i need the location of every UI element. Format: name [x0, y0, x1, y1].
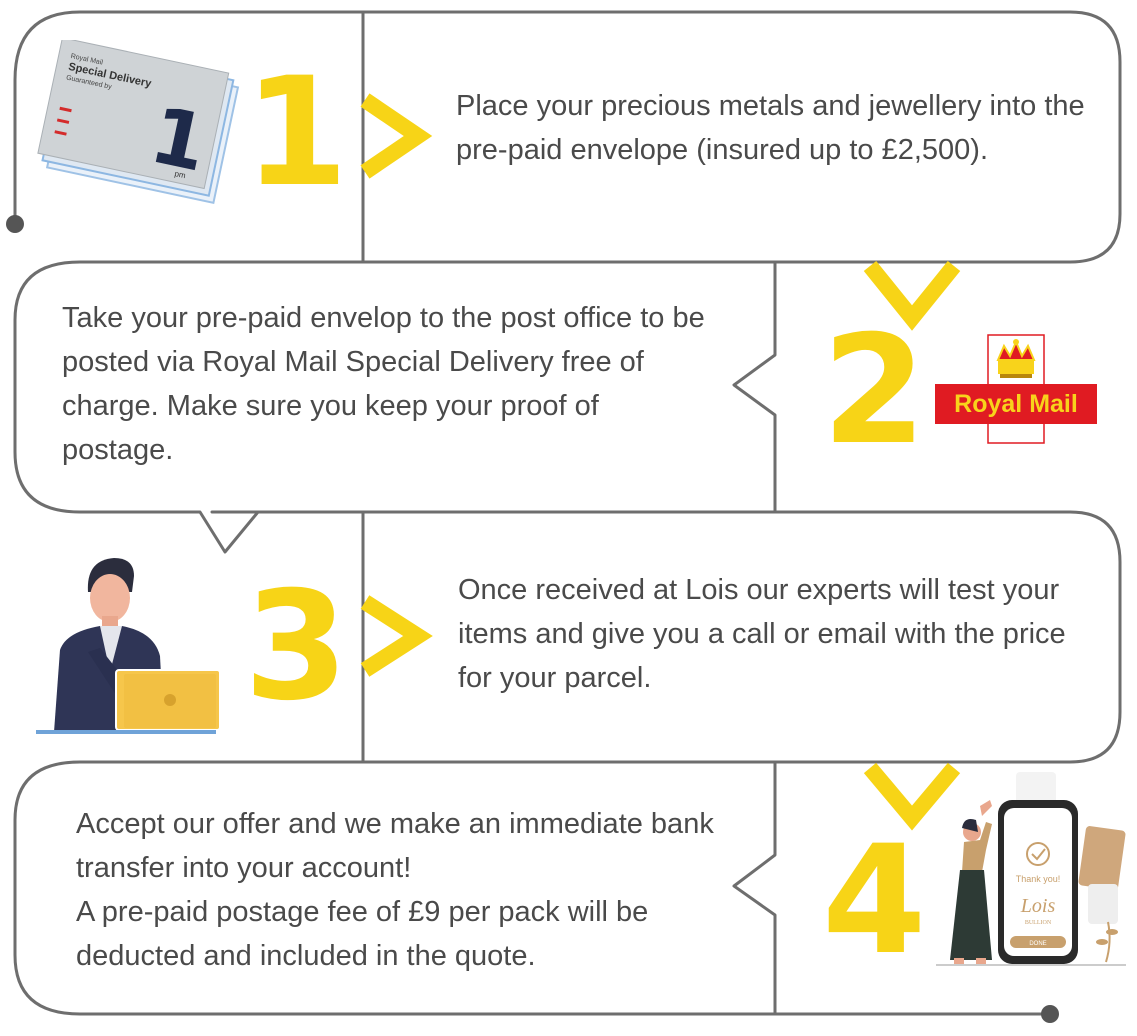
chevron-right-icon	[360, 595, 433, 677]
chevron-down-icon	[863, 260, 961, 331]
step-number-3: 3	[244, 560, 348, 734]
phone-brand-text: Lois	[1020, 895, 1056, 917]
phone-thank-you-illustration: Thank you! Lois BULLION DONE	[936, 772, 1126, 966]
step-2-text: Take your pre-paid envelop to the post o…	[62, 296, 712, 472]
phone-brand-sub: BULLION	[1025, 920, 1052, 926]
band-1-left-line	[13, 10, 363, 224]
step-1-paragraph: Place your precious metals and jewellery…	[456, 90, 1085, 166]
step-1-text: Place your precious metals and jewellery…	[456, 84, 1096, 172]
step-2-paragraph: Take your pre-paid envelop to the post o…	[62, 302, 705, 466]
chevron-right-icon	[360, 93, 433, 179]
envelope-time: pm	[174, 169, 187, 180]
step-number-2: 2	[822, 304, 926, 478]
step-number-1: 1	[244, 46, 348, 220]
band-2-bubble	[13, 260, 775, 554]
band-4-bubble	[13, 760, 777, 1016]
band-3-right	[363, 510, 1122, 764]
step-3-text: Once received at Lois our experts will t…	[458, 568, 1068, 700]
step-4-paragraph-1: Accept our offer and we make an immediat…	[76, 808, 714, 884]
step-4-text: Accept our offer and we make an immediat…	[76, 802, 716, 978]
crown-icon	[996, 339, 1036, 378]
phone-done-button: DONE	[1029, 941, 1046, 947]
step-4-paragraph-2: A pre-paid postage fee of £9 per pack wi…	[76, 896, 649, 972]
band-2-outline	[210, 262, 777, 514]
businessman-laptop-illustration	[36, 558, 221, 734]
band-1-outline	[361, 10, 1122, 264]
royal-mail-wordmark: Royal Mail	[954, 390, 1078, 418]
start-dot	[6, 215, 24, 233]
step-3-paragraph: Once received at Lois our experts will t…	[458, 574, 1066, 694]
step-number-4: 4	[822, 814, 926, 988]
royal-mail-logo: Royal Mail	[935, 334, 1097, 444]
chevron-down-icon	[863, 762, 961, 831]
end-dot	[1041, 1005, 1059, 1023]
phone-thanks-text: Thank you!	[1016, 874, 1061, 884]
envelope-illustration: Royal Mail Special Delivery Guaranteed b…	[37, 40, 240, 204]
